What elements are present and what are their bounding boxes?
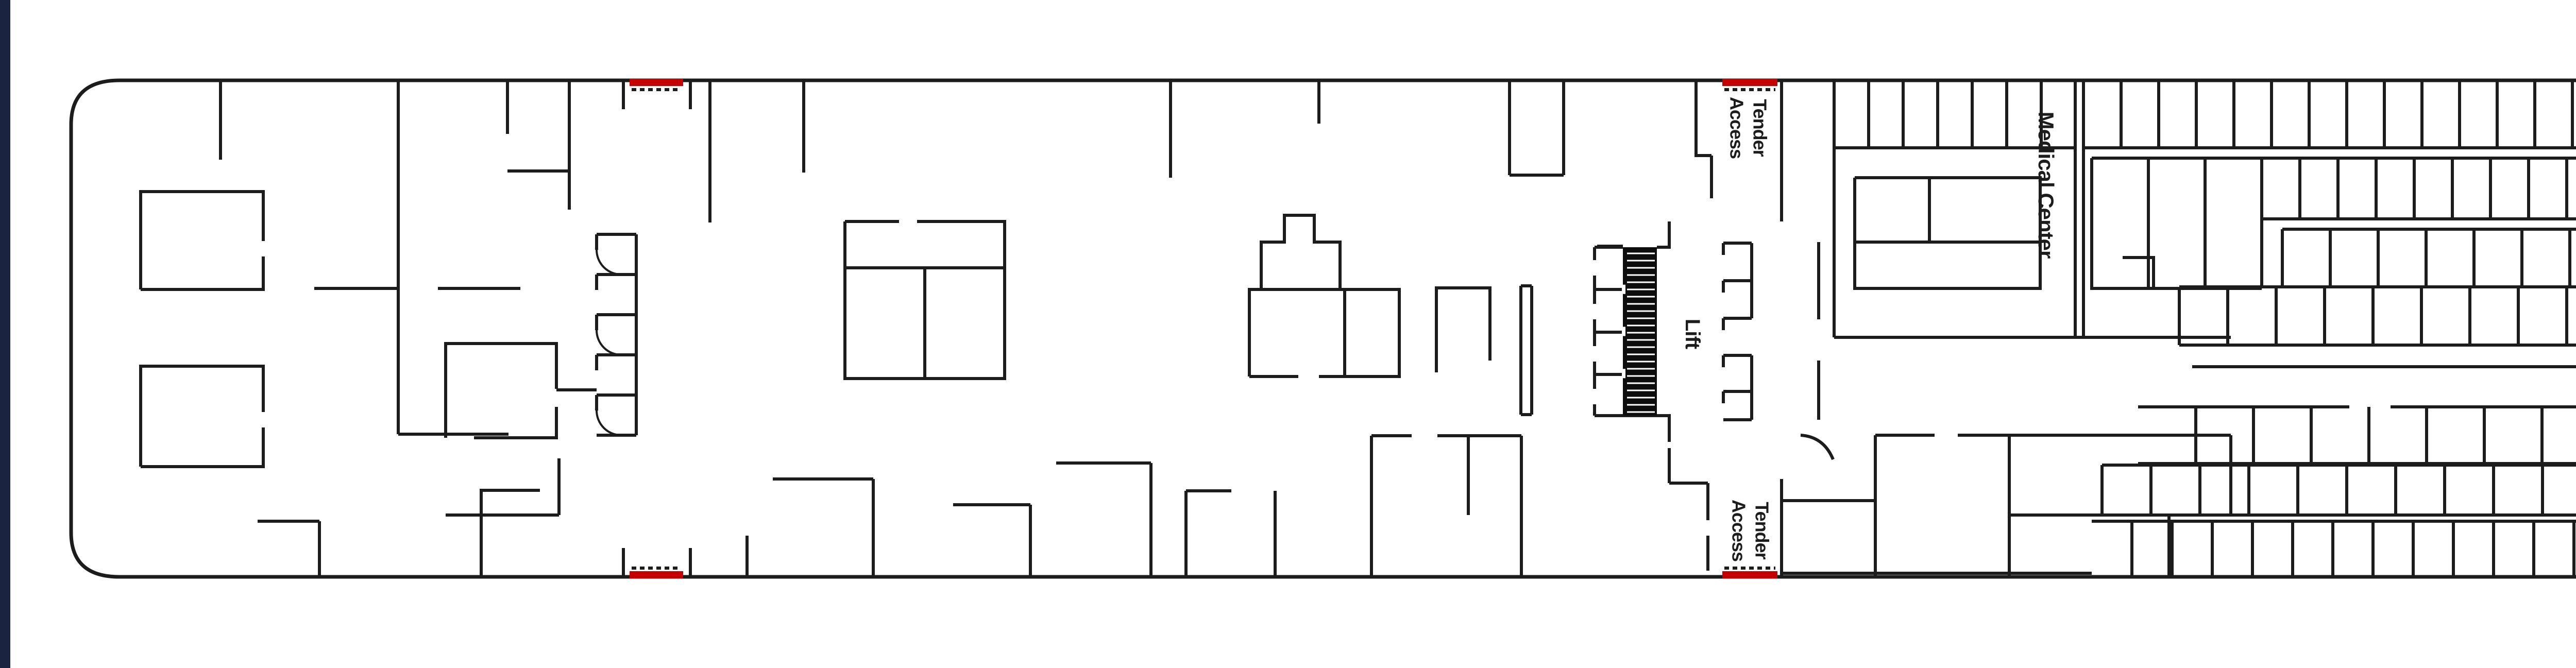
lift-blocks-group — [1622, 247, 1657, 416]
lift-1-label: Lift — [1681, 319, 1704, 349]
hull-outer-outline — [69, 78, 2576, 579]
hull-outline-group — [69, 78, 2576, 579]
page-edge-strip — [0, 0, 10, 668]
interior-walls-group — [139, 80, 2576, 577]
tender-mark-mid-bottom — [1722, 567, 1777, 578]
tender-mark-mid-bottom-red-bar — [1722, 571, 1777, 578]
cabin-band-bottom-hull — [2092, 520, 2576, 577]
tender-mark-mid-top-red-bar — [1722, 79, 1777, 86]
tender-mark-aft-top — [630, 79, 683, 91]
tender-access-top-1-label: TenderAccess — [1726, 97, 1771, 159]
walls-aft-mid-section — [438, 80, 805, 577]
lift-door-slot — [1622, 284, 1625, 294]
walls-forward-of-mid-section — [1056, 80, 1565, 577]
tender-mark-mid-top — [1722, 79, 1777, 91]
walls-mid-section — [773, 220, 1032, 577]
cabin-band-lower-second — [2100, 464, 2576, 517]
lift-door-slot — [1622, 369, 1625, 379]
tender-access-marks-group — [630, 79, 1777, 578]
lift-door-slot — [1622, 327, 1625, 336]
walls-stern-section — [139, 80, 540, 577]
tender-mark-aft-top-red-bar — [630, 79, 683, 86]
cabin-band-center-double — [2178, 228, 2576, 347]
tender-mark-aft-bottom — [630, 567, 683, 578]
medical-center-label: Medical Center — [2035, 112, 2059, 259]
tender-access-bottom-1-label: TenderAccess — [1728, 500, 1773, 561]
walls-medical-center-block — [1833, 80, 2263, 339]
walls-lift1-lobby — [1593, 80, 2092, 577]
cabin-band-top — [2083, 80, 2576, 149]
plan-labels-group: TenderAccessTenderAccessTenderAccessTend… — [1681, 97, 2059, 561]
cabin-door-arcs-aft — [596, 249, 622, 436]
tender-mark-aft-bottom-red-bar — [630, 571, 683, 578]
lift-block-1 — [1622, 247, 1657, 416]
cabin-band-second — [2262, 157, 2576, 220]
walls-midship-bottom-block — [1874, 434, 2232, 577]
